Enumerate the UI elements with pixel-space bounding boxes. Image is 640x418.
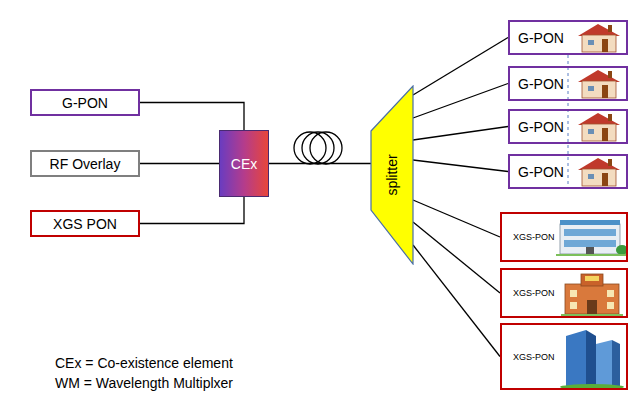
- rf-source-box: RF Overlay: [30, 150, 140, 177]
- fiber-line: [413, 222, 500, 293]
- office-icon: [556, 220, 628, 256]
- coexistence-box: CEx: [219, 130, 269, 197]
- pon-source-box: XGS PON: [30, 210, 140, 237]
- onu-box: G-PON: [508, 20, 628, 55]
- onu-box: G-PON: [508, 154, 628, 189]
- splitter-shape: splitter: [370, 85, 414, 265]
- tower-icon: [560, 330, 624, 390]
- fiber-line: [413, 38, 508, 96]
- fiber-line: [413, 127, 508, 141]
- fiber-coil: [294, 132, 342, 164]
- onu-box: XGS-PON: [500, 323, 628, 390]
- node-label: XGS-PON: [513, 288, 555, 298]
- fiber-line: [140, 103, 244, 131]
- school-icon: [561, 274, 623, 316]
- node-label: G-PON: [518, 30, 564, 46]
- onu-box: G-PON: [508, 109, 628, 144]
- house-icons: [578, 24, 620, 186]
- fiber-line: [269, 163, 371, 164]
- fiber-line: [140, 197, 244, 224]
- legend-note: WM = Wavelength Multiplxer: [55, 375, 233, 391]
- fiber-line: [413, 245, 500, 357]
- node-label: G-PON: [518, 119, 564, 135]
- node-label: G-PON: [518, 164, 564, 180]
- node-label: XGS PON: [53, 216, 117, 232]
- fiber-line: [140, 163, 219, 164]
- node-label: XGS-PON: [513, 232, 555, 242]
- fiber-line: [413, 160, 508, 172]
- fiber-line: [413, 84, 508, 119]
- node-label: G-PON: [518, 76, 564, 92]
- fiber-line: [413, 200, 500, 237]
- node-label: XGS-PON: [513, 352, 555, 362]
- node-label: RF Overlay: [50, 156, 121, 172]
- dotted-line: [568, 55, 569, 188]
- node-label: G-PON: [62, 95, 108, 111]
- onu-box: XGS-PON: [500, 212, 628, 262]
- onu-box: G-PON: [508, 66, 628, 101]
- legend-note: CEx = Co-existence element: [55, 355, 233, 371]
- node-label: splitter: [384, 154, 400, 195]
- node-label: CEx: [231, 156, 257, 172]
- pon-source-box: G-PON: [30, 89, 140, 116]
- onu-box: XGS-PON: [500, 268, 628, 318]
